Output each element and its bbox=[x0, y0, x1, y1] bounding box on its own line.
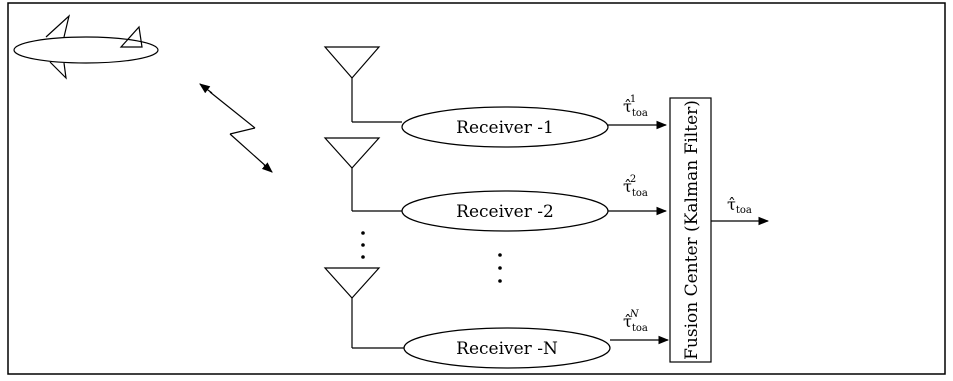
fusion-center-box: Fusion Center (Kalman Filter) bbox=[669, 97, 712, 363]
receiver-n-label: Receiver -N bbox=[456, 339, 558, 359]
antenna-ellipsis bbox=[361, 231, 365, 259]
receiver-ellipsis bbox=[498, 253, 502, 283]
wireless-signal-icon bbox=[199, 83, 273, 173]
fusion-center-label: Fusion Center (Kalman Filter) bbox=[682, 100, 702, 360]
diagram-frame bbox=[7, 2, 946, 375]
receiver-1: Receiver -1 bbox=[401, 106, 609, 148]
receiver-2-label: Receiver -2 bbox=[456, 202, 554, 222]
output-estimate-label: τ̂toa bbox=[727, 195, 752, 216]
aircraft-icon bbox=[13, 14, 159, 80]
antenna-2-icon bbox=[323, 137, 402, 212]
antenna-n-icon bbox=[323, 267, 404, 349]
receiver-n: Receiver -N bbox=[403, 327, 611, 369]
estimate-1-label: τ̂toa1 bbox=[623, 94, 648, 119]
receiver-2: Receiver -2 bbox=[401, 190, 609, 232]
estimate-2-label: τ̂toa2 bbox=[623, 174, 648, 199]
receiver-1-label: Receiver -1 bbox=[456, 118, 554, 138]
antenna-1-icon bbox=[323, 46, 402, 123]
estimate-n-label: τ̂toaN bbox=[623, 309, 648, 334]
